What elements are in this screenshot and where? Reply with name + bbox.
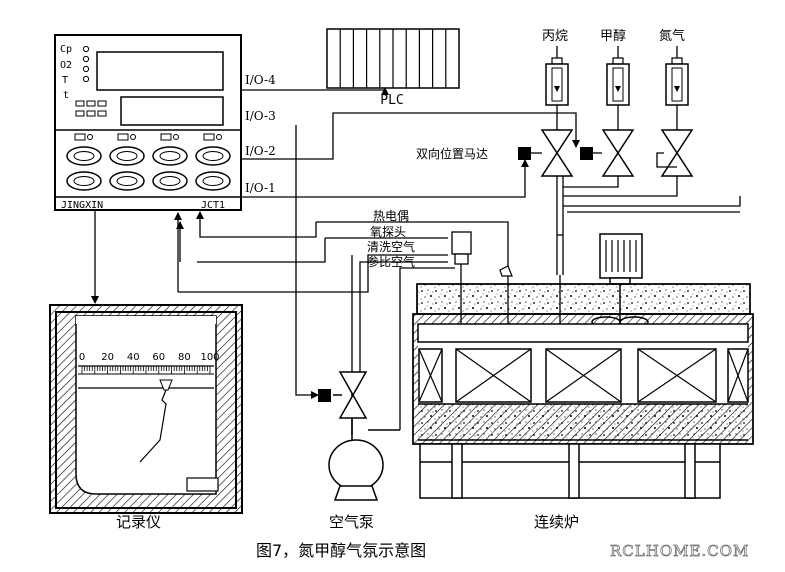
figure-caption: 图7，氮甲醇气氛示意图 bbox=[256, 541, 426, 560]
gas-valve-bottom bbox=[540, 151, 574, 177]
key-indicator bbox=[160, 133, 172, 141]
scale-label: 100 bbox=[200, 352, 219, 363]
gas-valve-top bbox=[540, 129, 574, 155]
furnace-caption: 连续炉 bbox=[534, 513, 579, 531]
signal-wiring bbox=[91, 87, 580, 430]
key-indicator bbox=[74, 133, 86, 141]
radiant-tube-cross bbox=[727, 348, 749, 403]
plc-module: PLC bbox=[326, 28, 460, 108]
gas-pipes bbox=[556, 105, 741, 275]
controller-key-face bbox=[159, 176, 181, 186]
radiant-tube-cross bbox=[455, 348, 532, 403]
recorder-scale: 0 20 40 60 80 100 bbox=[79, 352, 220, 363]
scale-label: 60 bbox=[152, 352, 165, 363]
lower-display bbox=[120, 96, 224, 126]
bidirectional-motor-label: 双向位置马达 bbox=[416, 146, 488, 161]
reference-air-label: 参比空气 bbox=[367, 254, 415, 269]
label-t-lower: t bbox=[63, 90, 69, 101]
scale-label: 20 bbox=[101, 352, 114, 363]
gas-propane-label: 丙烷 bbox=[542, 29, 568, 44]
oxygen-probe-label: 氧探头 bbox=[370, 225, 406, 239]
key-led bbox=[216, 134, 222, 140]
flowmeter-tube bbox=[612, 67, 624, 102]
flowmeter-tube bbox=[671, 67, 683, 102]
key-indicator bbox=[117, 133, 129, 141]
controller-key-face bbox=[116, 176, 138, 186]
left-position-motor bbox=[518, 147, 531, 160]
gas-valve-bottom bbox=[660, 151, 694, 177]
controller-model: JCT1 bbox=[201, 200, 225, 211]
recorder-caption: 记录仪 bbox=[116, 513, 161, 531]
gas-valve-top bbox=[601, 129, 635, 155]
gas-methanol-label: 甲醇 bbox=[600, 28, 626, 44]
chart-recorder bbox=[49, 304, 243, 514]
upper-display bbox=[96, 51, 224, 91]
key-led bbox=[173, 134, 179, 140]
scale-label: 0 bbox=[79, 352, 85, 363]
gas-valve-top bbox=[660, 129, 694, 155]
controller-key-face bbox=[73, 151, 95, 161]
io1-label: I/O-1 bbox=[245, 181, 276, 195]
flowmeter-cap bbox=[612, 57, 624, 65]
key-led bbox=[130, 134, 136, 140]
gas-valve-bottom bbox=[601, 151, 635, 177]
radiant-tubes bbox=[418, 348, 749, 403]
gas-nitrogen-label: 氮气 bbox=[659, 28, 685, 44]
key-led bbox=[87, 134, 93, 140]
radiant-tube-cross bbox=[418, 348, 443, 403]
air-valve bbox=[333, 371, 368, 419]
controller-jct1: Cp O2 T t JINGXIN JCT1 bbox=[54, 34, 242, 211]
right-position-motor bbox=[580, 147, 593, 160]
controller-brand: JINGXIN bbox=[61, 200, 103, 211]
gas-valves bbox=[540, 129, 694, 177]
controller-buttons bbox=[66, 133, 231, 191]
controller-key-face bbox=[116, 151, 138, 161]
scale-label: 80 bbox=[178, 352, 191, 363]
flowmeters bbox=[545, 46, 689, 106]
flowmeter-float bbox=[674, 86, 680, 92]
label-cp: Cp bbox=[60, 44, 72, 55]
air-pump-caption: 空气泵 bbox=[329, 513, 374, 531]
watermark: RCLHOME.COM bbox=[610, 542, 749, 560]
io3-label: I/O-3 bbox=[245, 109, 276, 123]
io2-label: I/O-2 bbox=[245, 144, 276, 158]
mode-indicators bbox=[75, 100, 107, 117]
indicator-leds bbox=[82, 45, 90, 83]
air-pump-motor bbox=[318, 389, 331, 402]
flowmeter-cap bbox=[671, 57, 683, 65]
label-t-upper: T bbox=[62, 75, 68, 86]
plc-label: PLC bbox=[380, 93, 403, 108]
flowmeter-float bbox=[615, 86, 621, 92]
radiant-tube-cross bbox=[637, 348, 717, 403]
thermocouple-tip bbox=[499, 265, 513, 277]
controller-key-face bbox=[159, 151, 181, 161]
oxygen-probe bbox=[451, 231, 472, 288]
controller-key-face bbox=[73, 176, 95, 186]
io4-label: I/O-4 bbox=[245, 73, 276, 87]
key-indicator bbox=[203, 133, 215, 141]
controller-key-face bbox=[202, 176, 224, 186]
radiant-tube-cross bbox=[545, 348, 622, 403]
flowmeter-tube bbox=[551, 67, 563, 102]
label-o2: O2 bbox=[60, 60, 72, 71]
thermocouple-label: 热电偶 bbox=[373, 209, 409, 223]
scale-label: 40 bbox=[127, 352, 140, 363]
flowmeter-cap bbox=[551, 57, 563, 65]
cleaning-air-label: 清洗空气 bbox=[367, 239, 415, 254]
flowmeter-float bbox=[554, 86, 560, 92]
air-pump bbox=[328, 372, 400, 501]
controller-key-face bbox=[202, 151, 224, 161]
